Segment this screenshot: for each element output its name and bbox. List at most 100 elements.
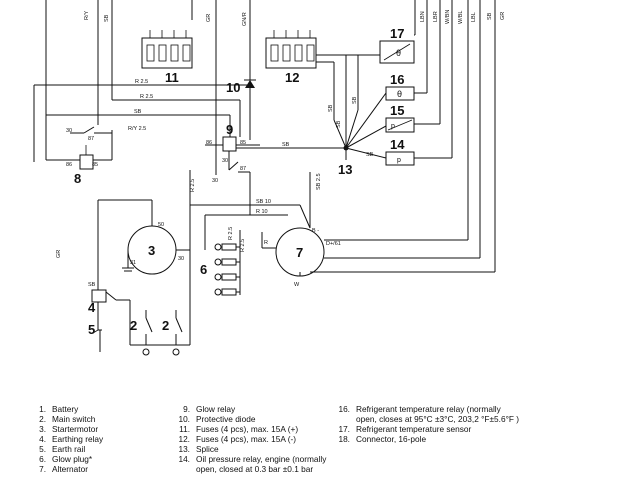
- legend-item: 3.Startermotor: [39, 424, 99, 434]
- svg-text:GR: GR: [56, 250, 62, 258]
- glow-plugs-6: 6: [200, 214, 250, 296]
- svg-text:30: 30: [178, 256, 184, 262]
- legend-item: 14.Oil pressure relay, engine (normally: [178, 454, 327, 464]
- svg-text:R 10: R 10: [256, 209, 268, 215]
- alternator-7: 7: [190, 172, 495, 277]
- legend-column-2: 9.Glow relay 10.Protective diode 11.Fuse…: [172, 404, 347, 474]
- legend-column-1: 1.Battery 2.Main switch 3.Startermotor 4…: [28, 404, 178, 474]
- svg-text:SB: SB: [366, 152, 374, 158]
- svg-text:GN/R: GN/R: [242, 12, 248, 26]
- svg-text:SB 2.5: SB 2.5: [316, 173, 322, 190]
- svg-text:30: 30: [222, 158, 228, 164]
- label-3: 3: [148, 243, 155, 258]
- label-9: 9: [226, 122, 233, 137]
- label-11: 11: [165, 70, 179, 85]
- legend-item: 17.Refrigerant temperature sensor: [338, 424, 472, 434]
- legend-item: 16.Refrigerant temperature relay (normal…: [338, 404, 501, 414]
- fuse-box-11: 11: [141, 30, 193, 85]
- svg-text:SB: SB: [282, 142, 290, 148]
- svg-text:50: 50: [158, 222, 164, 228]
- earthing-relay-4: 4: [88, 289, 131, 345]
- legend-item: 1.Battery: [39, 404, 79, 414]
- svg-text:30: 30: [66, 128, 72, 134]
- svg-text:86: 86: [206, 140, 212, 146]
- svg-text:D+/61: D+/61: [326, 241, 341, 247]
- sensor-16: θ 16: [385, 72, 415, 101]
- legend-item: 4.Earthing relay: [39, 434, 104, 444]
- svg-text:SB: SB: [328, 104, 334, 112]
- svg-text:31: 31: [130, 260, 136, 266]
- legend-item: open, closes at 95°C ±3°C, 203,2 °F±5.6°…: [356, 414, 520, 424]
- svg-text:R: R: [264, 240, 268, 246]
- svg-text:R 2.5: R 2.5: [190, 179, 196, 192]
- label-6: 6: [200, 262, 207, 277]
- diode-10: 10: [226, 70, 256, 140]
- svg-text:SB: SB: [88, 282, 96, 288]
- svg-text:GR: GR: [206, 14, 212, 22]
- label-10: 10: [226, 80, 240, 95]
- svg-text:SB 10: SB 10: [256, 199, 271, 205]
- legend-column-3: 16.Refrigerant temperature relay (normal…: [332, 404, 632, 444]
- svg-text:R 2.5: R 2.5: [240, 239, 246, 252]
- svg-text:R 2.5: R 2.5: [228, 227, 234, 240]
- legend-item: 18.Connector, 16-pole: [338, 434, 427, 444]
- sensor-14: p 14: [385, 137, 415, 166]
- svg-text:B -: B -: [312, 228, 319, 234]
- label-2b: 2: [162, 318, 169, 333]
- starter-motor-3: 3: [97, 170, 191, 345]
- fuse-box-12: 12: [265, 30, 317, 85]
- bus-lines: [33, 84, 346, 162]
- svg-text:p: p: [397, 157, 401, 164]
- sensor-15: p 15: [385, 103, 415, 133]
- svg-text:30: 30: [212, 178, 218, 184]
- svg-text:87: 87: [240, 166, 246, 172]
- legend-item: 9.Glow relay: [183, 404, 236, 414]
- label-7: 7: [296, 245, 303, 260]
- label-4: 4: [88, 300, 96, 315]
- svg-text:SB: SB: [336, 120, 342, 128]
- svg-text:SB: SB: [487, 12, 493, 20]
- svg-text:W/BL: W/BL: [458, 11, 464, 24]
- legend-item: 10.Protective diode: [178, 414, 256, 424]
- label-14: 14: [390, 137, 405, 152]
- legend-item: 5.Earth rail: [39, 444, 86, 454]
- legend-item: 11.Fuses (4 pcs), max. 15A (+): [179, 424, 299, 434]
- legend-item: 7.Alternator: [39, 464, 88, 474]
- label-17: 17: [390, 26, 404, 41]
- earth-rail-5: 5: [88, 322, 102, 352]
- svg-text:SB: SB: [352, 96, 358, 104]
- legend-item: 2.Main switch: [39, 414, 96, 424]
- svg-text:85: 85: [240, 140, 246, 146]
- svg-text:LBL: LBL: [471, 12, 477, 22]
- svg-text:R/Y: R/Y: [84, 11, 90, 21]
- svg-text:SB: SB: [134, 109, 142, 115]
- svg-text:LBN: LBN: [420, 11, 426, 22]
- label-12: 12: [285, 70, 299, 85]
- relay-8: 8: [70, 126, 112, 186]
- top-wires: [45, 0, 496, 272]
- relay-9: 9: [205, 122, 260, 215]
- svg-text:86: 86: [66, 162, 72, 168]
- svg-text:SB: SB: [104, 14, 110, 22]
- legend: 1.Battery 2.Main switch 3.Startermotor 4…: [0, 404, 640, 480]
- fuse-12-lines: [316, 54, 359, 120]
- svg-text:W/BN: W/BN: [445, 10, 451, 24]
- label-16: 16: [390, 72, 404, 87]
- main-switches-2: 2 2: [130, 310, 190, 356]
- label-8: 8: [74, 171, 81, 186]
- svg-text:R 2.5: R 2.5: [135, 79, 148, 85]
- svg-text:R/Y 2.5: R/Y 2.5: [128, 126, 146, 132]
- svg-text:W: W: [294, 282, 300, 288]
- svg-text:85: 85: [92, 162, 98, 168]
- wiring-diagram: 11 12 10 θ 17 θ 16 p 15 p: [33, 0, 506, 356]
- legend-item: 12.Fuses (4 pcs), max. 15A (-): [178, 434, 297, 444]
- legend-item: 6.Glow plug*: [39, 454, 93, 464]
- svg-text:θ: θ: [396, 48, 401, 58]
- label-5: 5: [88, 322, 95, 337]
- svg-text:p: p: [391, 123, 395, 130]
- sensor-17: θ 17: [379, 26, 415, 64]
- svg-text:GR: GR: [500, 12, 506, 20]
- svg-text:87: 87: [88, 136, 94, 142]
- svg-text:R 2.5: R 2.5: [140, 94, 153, 100]
- label-2a: 2: [130, 318, 137, 333]
